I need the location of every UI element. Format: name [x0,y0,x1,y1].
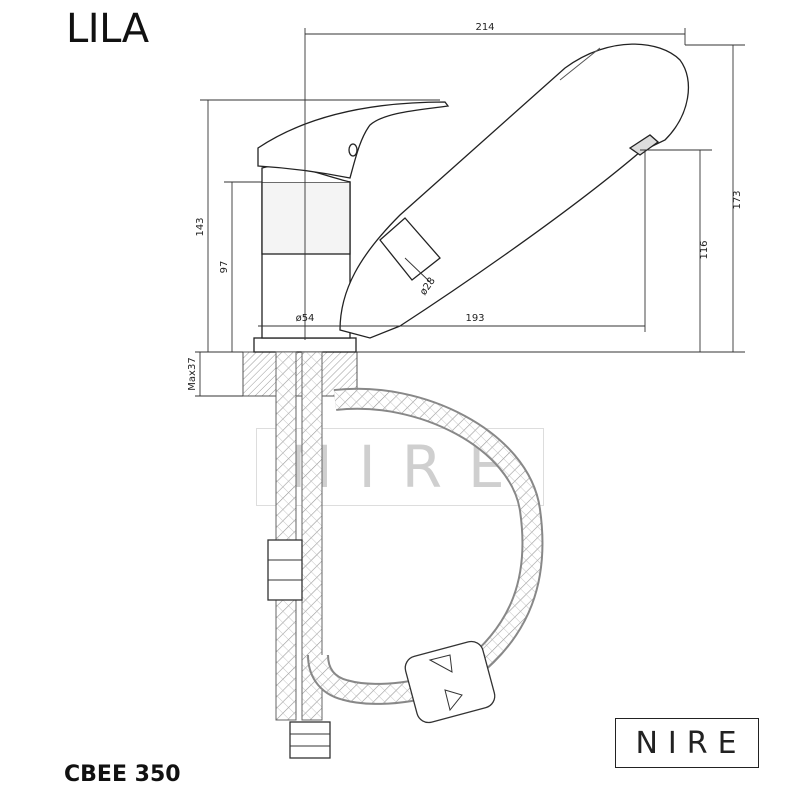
product-title: LILA [66,6,149,52]
lever-handle [257,101,450,179]
supply-hoses [267,351,331,759]
dim-max-thickness: Max37 [187,357,198,390]
dim-reach: 193 [465,313,484,324]
product-code: CBEE 350 [64,762,181,787]
shower-hose [307,387,544,724]
dim-total-height: 173 [732,190,743,209]
dim-lever-height: 143 [195,217,206,236]
dim-spout-height: 116 [699,240,710,259]
faucet-body [253,165,357,353]
dim-base-diameter: ø54 [296,313,315,324]
dim-body-height: 97 [219,261,230,274]
pull-out-spout [339,43,690,339]
dim-total-width: 214 [475,22,494,33]
dimension-lines [199,28,745,396]
watermark: NIRE [256,428,544,506]
brand-logo: NIRE [615,718,759,768]
